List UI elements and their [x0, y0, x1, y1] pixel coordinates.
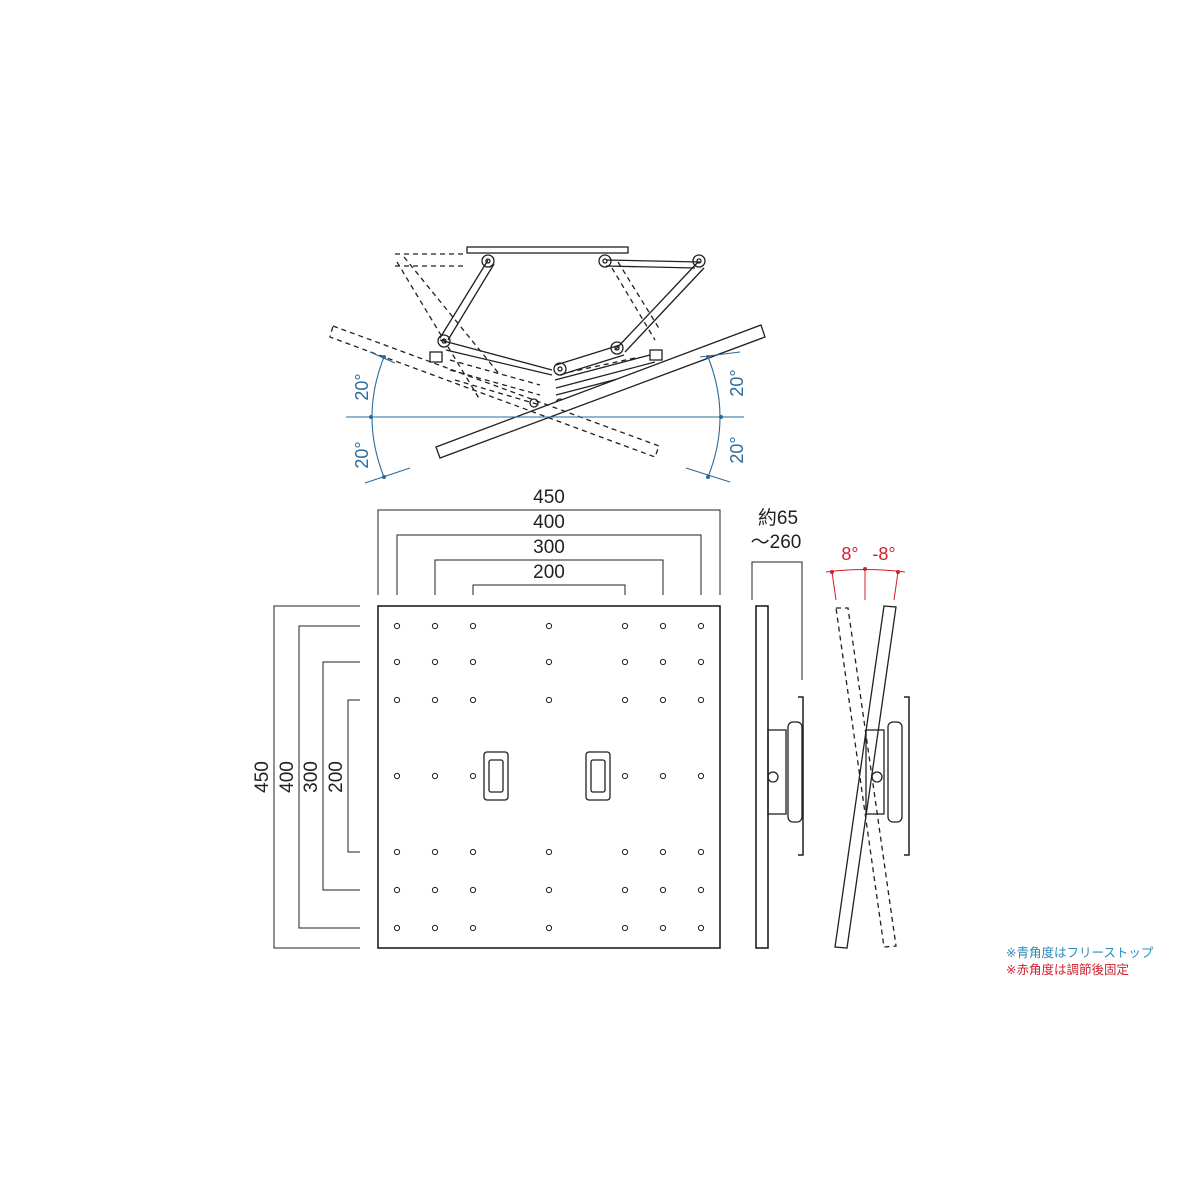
mount-hole — [469, 696, 477, 704]
mount-hole — [659, 924, 667, 932]
mount-hole — [545, 886, 553, 894]
angle-label: 20° — [727, 436, 747, 463]
blue-angle-note: ※青角度はフリーストップ — [1006, 945, 1154, 960]
tilt-angle-markers — [825, 569, 906, 601]
mount-hole — [393, 924, 401, 932]
dim-height-200: 200 — [326, 761, 347, 793]
mount-hole — [431, 886, 439, 894]
tv-panel-solid — [435, 324, 766, 459]
mount-hole — [697, 696, 705, 704]
dim-width-400: 400 — [533, 512, 565, 533]
dim-width-450: 450 — [533, 487, 565, 508]
dim-height-400: 400 — [277, 761, 298, 793]
dim-height-450: 450 — [252, 761, 273, 793]
mount-hole — [393, 622, 401, 630]
mount-hole — [621, 924, 629, 932]
mount-hole — [431, 848, 439, 856]
mount-hole — [697, 848, 705, 856]
mount-hole — [469, 924, 477, 932]
mount-hole — [621, 886, 629, 894]
arm-left-upper — [439, 259, 495, 341]
mount-hole — [431, 772, 439, 780]
mount-hole — [659, 658, 667, 666]
mount-hole — [469, 658, 477, 666]
mount-hole — [697, 886, 705, 894]
mount-hole — [469, 848, 477, 856]
mount-hole — [621, 772, 629, 780]
mount-hole — [393, 658, 401, 666]
mount-hole — [659, 772, 667, 780]
vesa-plate — [377, 605, 721, 949]
mount-hole — [697, 772, 705, 780]
top-view — [329, 246, 766, 459]
depth-label-1: 約65 — [758, 507, 798, 529]
mount-hole — [659, 886, 667, 894]
mount-hole — [431, 924, 439, 932]
mount-hole — [393, 772, 401, 780]
mount-hole — [393, 848, 401, 856]
vesa-holes — [393, 622, 705, 932]
mount-hole — [545, 848, 553, 856]
angle-markers — [346, 351, 744, 484]
dim-height-300: 300 — [301, 761, 322, 793]
tilt-label-forward: 8° — [841, 544, 858, 564]
mount-hole — [659, 848, 667, 856]
angle-label: 20° — [352, 373, 372, 400]
side-view — [751, 561, 804, 949]
arm-right-upper — [605, 259, 701, 269]
angle-label: 20° — [352, 441, 372, 468]
mount-hole — [393, 886, 401, 894]
dim-width-300: 300 — [533, 537, 565, 558]
mount-hole — [469, 622, 477, 630]
mount-hole — [659, 622, 667, 630]
wall-plate — [466, 246, 629, 254]
dimension-lines — [273, 509, 721, 949]
mount-hole — [621, 658, 629, 666]
mount-hole — [431, 622, 439, 630]
tilt-label-back: -8° — [872, 544, 895, 564]
mount-hole — [469, 772, 477, 780]
depth-label-2: 〜260 — [751, 532, 802, 553]
dim-width-200: 200 — [533, 562, 565, 583]
mount-hole — [545, 658, 553, 666]
mount-hole — [697, 924, 705, 932]
mount-hole — [621, 622, 629, 630]
mount-hole — [545, 696, 553, 704]
handles — [483, 751, 611, 801]
mount-hole — [659, 696, 667, 704]
tilt-view — [834, 605, 910, 949]
mount-hole — [545, 924, 553, 932]
mount-hole — [621, 848, 629, 856]
mount-hole — [545, 622, 553, 630]
mount-hole — [393, 696, 401, 704]
mount-hole — [621, 696, 629, 704]
mount-hole — [697, 622, 705, 630]
mount-hole — [697, 658, 705, 666]
mount-hole — [431, 658, 439, 666]
mount-hole — [431, 696, 439, 704]
angle-label: 20° — [727, 369, 747, 396]
red-angle-note: ※赤角度は調節後固定 — [1006, 962, 1129, 977]
mount-hole — [469, 886, 477, 894]
